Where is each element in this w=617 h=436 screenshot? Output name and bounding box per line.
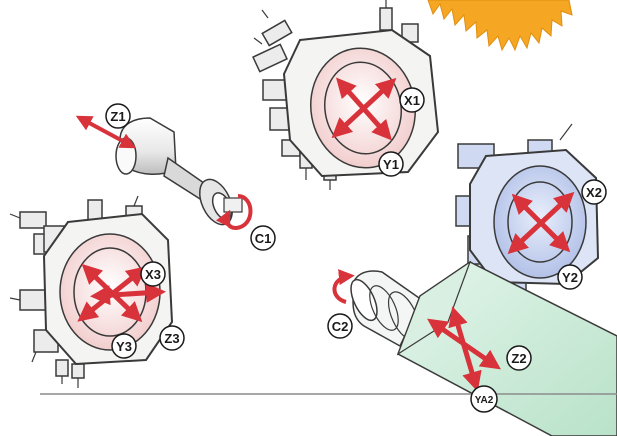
- axis-label-y2: Y2: [558, 265, 582, 289]
- axis-label-z2: Z2: [507, 346, 531, 370]
- axis-label-ya2: YA2: [471, 386, 497, 412]
- svg-text:X2: X2: [586, 185, 602, 200]
- svg-text:Y3: Y3: [116, 339, 132, 354]
- svg-text:C1: C1: [255, 231, 272, 246]
- axis-label-x2: X2: [582, 180, 606, 204]
- svg-text:YA2: YA2: [475, 395, 494, 406]
- svg-text:Z2: Z2: [511, 351, 526, 366]
- axis-label-c2: C2: [328, 314, 352, 338]
- axis-label-z1: Z1: [106, 104, 130, 128]
- axis-label-y3: Y3: [112, 334, 136, 358]
- svg-text:C2: C2: [332, 319, 349, 334]
- svg-text:X1: X1: [404, 93, 420, 108]
- rotation-arrow-icon: [334, 276, 350, 302]
- axis-label-c1: C1: [251, 226, 275, 250]
- axis-label-x3: X3: [141, 262, 165, 286]
- turret-3: [10, 196, 172, 388]
- spindle-1: [80, 118, 251, 230]
- axis-label-z3: Z3: [160, 326, 184, 350]
- svg-text:Z3: Z3: [164, 331, 179, 346]
- svg-text:Y1: Y1: [383, 157, 399, 172]
- svg-text:Y2: Y2: [562, 270, 578, 285]
- axis-label-y1: Y1: [379, 152, 403, 176]
- axis-label-x1: X1: [400, 88, 424, 112]
- svg-text:X3: X3: [145, 267, 161, 282]
- starburst-icon: [428, 0, 572, 50]
- svg-text:Z1: Z1: [110, 109, 125, 124]
